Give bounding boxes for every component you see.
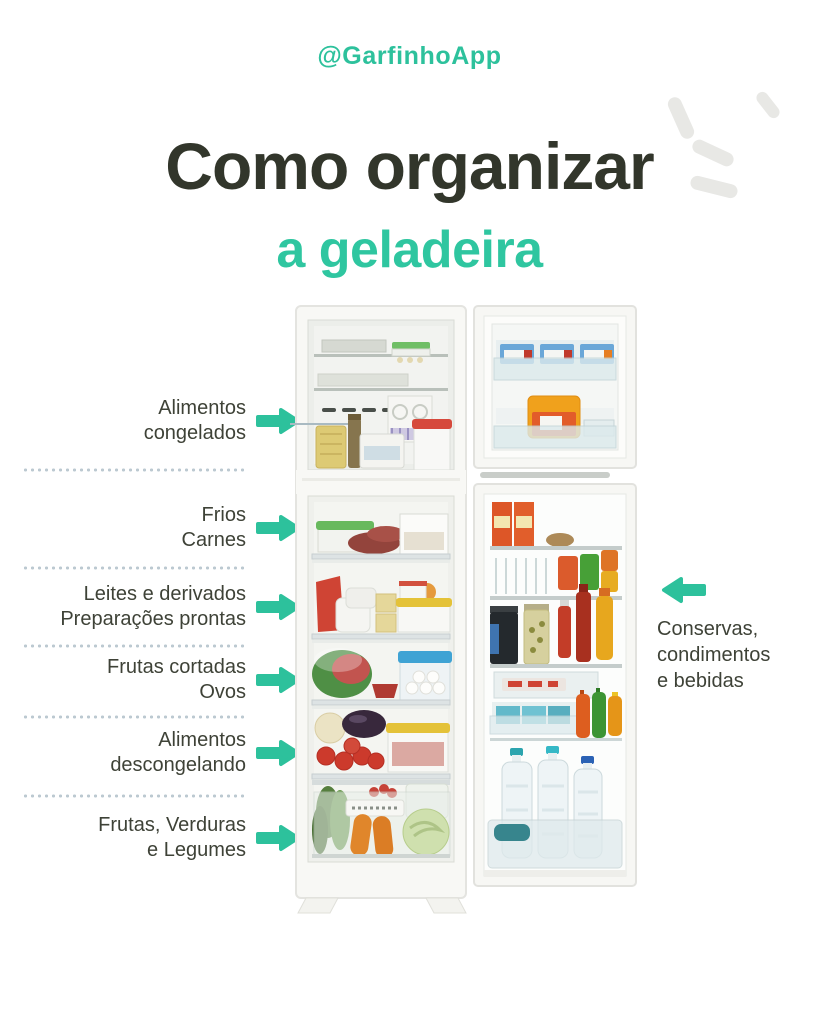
arrow-right-icon — [256, 667, 300, 693]
page-subtitle: a geladeira — [276, 221, 543, 279]
label-dairy-prepared: Leites e derivados Preparações prontas — [12, 582, 301, 632]
crisper-drawer — [312, 780, 451, 858]
door-hinge — [480, 472, 610, 478]
refrigerator-door — [473, 483, 637, 887]
label-frozen-foods: Alimentos congelados — [12, 396, 301, 446]
arrow-right-icon — [256, 408, 300, 434]
fridge-compartment — [307, 495, 455, 863]
label-fruits-vegetables: Frutas, Verduras e Legumes — [12, 813, 301, 863]
shelf-defrosting — [311, 710, 451, 780]
freezer-compartment — [290, 319, 455, 471]
fridge-cabinet — [290, 305, 467, 914]
label-line: Alimentos — [158, 729, 246, 751]
dotted-separator — [22, 794, 247, 798]
dotted-separator — [22, 644, 247, 648]
dotted-separator — [22, 566, 247, 570]
label-cold-cuts-meats: Frios Carnes — [12, 503, 301, 553]
label-line: Preparações prontas — [60, 608, 246, 630]
label-line: e bebidas — [657, 670, 744, 692]
label-line: Carnes — [181, 529, 246, 551]
arrow-left-icon — [662, 577, 706, 603]
label-line: Frutas cortadas — [107, 656, 246, 678]
label-line: Conservas, — [657, 618, 759, 640]
label-line: Leites e derivados — [83, 583, 246, 605]
label-line: Ovos — [199, 681, 246, 703]
label-line: Alimentos — [158, 397, 246, 419]
shelf-dairy — [311, 576, 452, 643]
label-defrosting-foods: Alimentos descongelando — [12, 728, 301, 778]
label-line: descongelando — [110, 754, 246, 776]
fridge-door — [473, 305, 637, 887]
dotted-separator — [22, 715, 247, 719]
brand-handle: @GarfinhoApp — [317, 42, 502, 70]
fridge-illustration — [290, 305, 637, 914]
arrow-right-icon — [256, 594, 300, 620]
shelf-fruits-eggs — [311, 648, 452, 709]
label-line: congelados — [143, 422, 246, 444]
arrow-right-icon — [256, 740, 300, 766]
arrow-right-icon — [256, 515, 300, 541]
label-line: Frutas, Verduras — [98, 814, 246, 836]
label-line: Frios — [201, 504, 246, 526]
dotted-separator — [22, 468, 247, 472]
label-line: e Legumes — [147, 839, 246, 861]
open-refrigerator-photo — [288, 300, 648, 915]
ray — [754, 89, 782, 121]
label-condiments-drinks: Conservas, condimentos e bebidas — [657, 616, 770, 694]
page-title: Como organizar — [165, 129, 654, 203]
label-line: condimentos — [657, 644, 771, 666]
freezer-door — [473, 305, 637, 469]
arrow-right-icon — [256, 825, 300, 851]
label-cut-fruits-eggs: Frutas cortadas Ovos — [12, 655, 301, 705]
shelf-cold-cuts — [311, 513, 451, 563]
